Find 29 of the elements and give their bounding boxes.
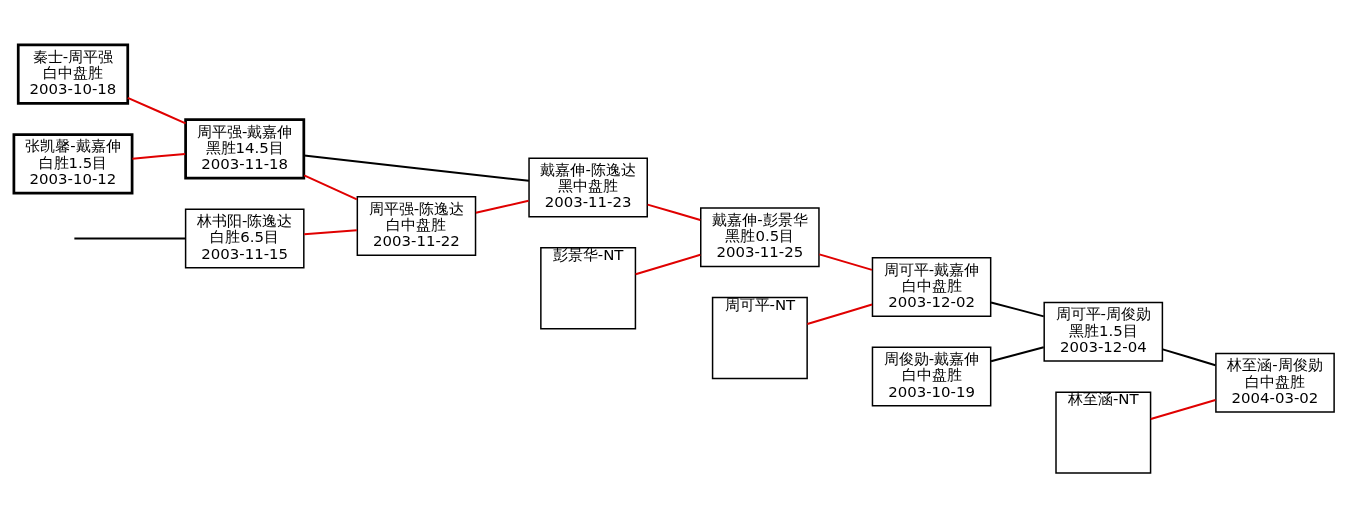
connector (474, 199, 530, 214)
node-box: 张凯馨-戴嘉伸 白胜1.5目 2003-10-12 (12, 132, 134, 194)
node-box: 周可平-NT (711, 296, 808, 379)
node-box: 林至涵-NT (1055, 390, 1152, 474)
node-box: 周平强-戴嘉伸 黑胜14.5目 2003-11-18 (184, 117, 306, 179)
node-box: 周可平-周俊勋 黑胜1.5目 2003-12-04 (1043, 301, 1164, 362)
connector (990, 345, 1045, 362)
connector (818, 252, 873, 271)
node-box: 周可平-戴嘉伸 白中盘胜 2003-12-02 (871, 256, 992, 317)
connector (806, 303, 874, 325)
node-box: 彭景华-NT (540, 246, 637, 329)
connector (303, 154, 530, 182)
connector (1161, 347, 1217, 366)
connector (1149, 398, 1217, 420)
connector (303, 228, 358, 235)
node-box: 林书阳-陈逸达 白胜6.5目 2003-11-15 (184, 208, 305, 268)
node-box: 戴嘉伸-彭景华 黑胜0.5目 2003-11-25 (700, 206, 820, 267)
connector (303, 173, 358, 200)
node-box: 林至涵-周俊勋 白中盘胜 2004-03-02 (1215, 352, 1335, 413)
connector (73, 236, 187, 239)
connector (634, 253, 702, 275)
connector (646, 203, 702, 221)
connector (126, 96, 187, 124)
node-box: 秦士-周平强 白中盘胜 2003-10-18 (16, 43, 130, 105)
node-box: 周俊勋-戴嘉伸 白中盘胜 2003-10-19 (871, 346, 992, 407)
node-box: 周平强-陈逸达 白中盘胜 2003-11-22 (356, 195, 477, 256)
connector (990, 300, 1045, 317)
connector (131, 152, 187, 160)
node-box: 戴嘉伸-陈逸达 黑中盘胜 2003-11-23 (528, 156, 648, 217)
